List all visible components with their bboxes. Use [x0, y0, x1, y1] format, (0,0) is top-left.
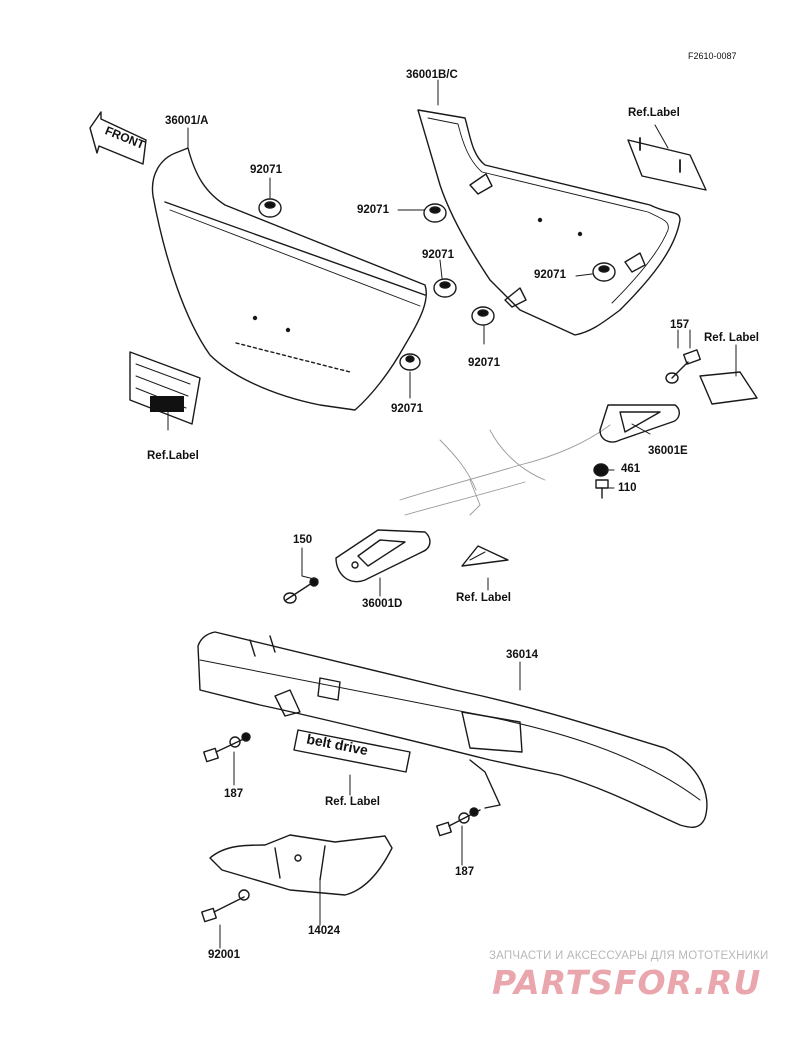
- bolt-92001-icon: [201, 889, 250, 923]
- grommet-icon: [258, 198, 282, 218]
- part-label-92071-b: 92071: [357, 204, 389, 216]
- watermark-logo: PARTSFOR.RU: [492, 963, 762, 1002]
- part-label-92071-a: 92071: [250, 164, 282, 176]
- bolt-110-icon: [595, 479, 609, 499]
- leader-lines: [167, 79, 737, 949]
- bracket-36001e: [599, 404, 680, 443]
- part-label-36001e: 36001E: [648, 445, 688, 457]
- part-label-461: 461: [621, 463, 641, 475]
- part-label-157: 157: [670, 319, 690, 331]
- ref-label-emblem-left: [129, 351, 201, 425]
- cover-14024: [209, 834, 393, 896]
- grommet-icon: [399, 353, 421, 371]
- grommet-icon: [592, 262, 616, 282]
- diagram-code: F2610-0087: [688, 51, 737, 61]
- bolt-150-icon: [283, 577, 319, 604]
- part-label-14024: 14024: [308, 925, 340, 937]
- ref-label-plate-text: Ref.Label: [628, 107, 680, 119]
- part-label-36001d: 36001D: [362, 598, 403, 610]
- part-label-92071-f: 92071: [391, 403, 423, 415]
- ref-label-triangle-mid: [461, 545, 509, 567]
- bolt-icon: [665, 349, 701, 384]
- part-label-36001bc: 36001B/C: [406, 69, 458, 81]
- part-label-92001: 92001: [208, 949, 240, 961]
- part-label-92071-c: 92071: [422, 249, 454, 261]
- side-cover-right: [417, 109, 681, 336]
- side-cover-left: [151, 147, 427, 411]
- grommet-icon: [471, 306, 495, 326]
- bracket-36001d: [335, 529, 431, 583]
- ref-label-right-text: Ref. Label: [704, 332, 759, 344]
- part-label-187-left: 187: [224, 788, 244, 800]
- bolt-187-left-icon: [203, 732, 251, 763]
- ref-label-plate: [627, 137, 707, 191]
- part-label-92071-e: 92071: [468, 357, 500, 369]
- grommet-icon: [423, 203, 447, 223]
- frame-outline: [399, 424, 611, 516]
- part-label-110: 110: [618, 482, 637, 494]
- part-label-36014: 36014: [506, 649, 538, 661]
- ref-label-shield-right: [699, 371, 758, 405]
- ref-label-left-text: Ref.Label: [147, 450, 199, 462]
- grommet-icon: [433, 278, 457, 298]
- part-label-92071-d: 92071: [534, 269, 566, 281]
- part-label-150: 150: [293, 534, 313, 546]
- ref-label-mid-text: Ref. Label: [456, 592, 511, 604]
- ref-label-belt-text: Ref. Label: [325, 796, 380, 808]
- front-arrow-label: FRONT: [103, 123, 147, 152]
- part-label-187-right: 187: [455, 866, 475, 878]
- part-label-36001a: 36001/A: [165, 115, 209, 127]
- bolt-187-right-icon: [436, 807, 481, 837]
- watermark-tagline: ЗАПЧАСТИ И АКСЕССУАРЫ ДЛЯ МОТОТЕХНИКИ: [489, 950, 769, 962]
- front-arrow-icon: FRONT: [89, 111, 147, 165]
- belt-guard-36014: [197, 631, 708, 828]
